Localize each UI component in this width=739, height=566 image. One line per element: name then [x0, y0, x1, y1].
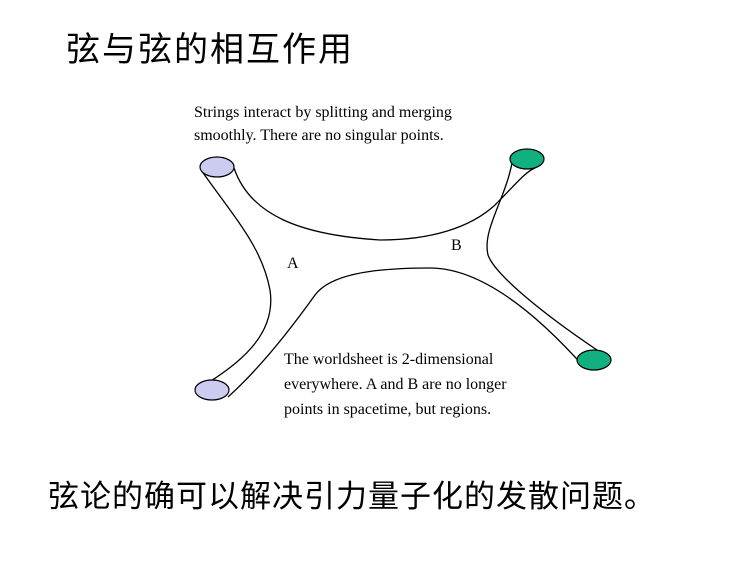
region-label-a: A	[287, 255, 299, 272]
string-end-bottom-right	[576, 349, 612, 371]
string-end-top-right	[509, 148, 545, 170]
string-end-top-left	[199, 156, 235, 178]
slide-title: 弦与弦的相互作用	[66, 30, 354, 70]
caption-bottom: The worldsheet is 2-dimensional everywhe…	[284, 351, 511, 418]
caption-top-line: smoothly. There are no singular points.	[194, 127, 444, 144]
string-end-bottom-left	[194, 379, 230, 401]
region-label-b: B	[451, 237, 462, 254]
worldsheet-edge-top-inner	[233, 167, 536, 241]
caption-bottom-line: everywhere. A and B are no longer	[284, 376, 507, 393]
caption-bottom-line: points in spacetime, but regions.	[284, 401, 491, 418]
worldsheet-edge-right-outer	[486, 162, 598, 351]
caption-top-line: Strings interact by splitting and mergin…	[194, 104, 452, 121]
caption-bottom-line: The worldsheet is 2-dimensional	[284, 351, 494, 368]
caption-top: Strings interact by splitting and mergin…	[194, 104, 456, 144]
worldsheet-edge-left-outer	[195, 169, 272, 391]
worldsheet-edge-bottom-inner	[227, 267, 586, 398]
slide-body-text: 弦论的确可以解决引力量子化的发散问题。	[48, 479, 656, 515]
